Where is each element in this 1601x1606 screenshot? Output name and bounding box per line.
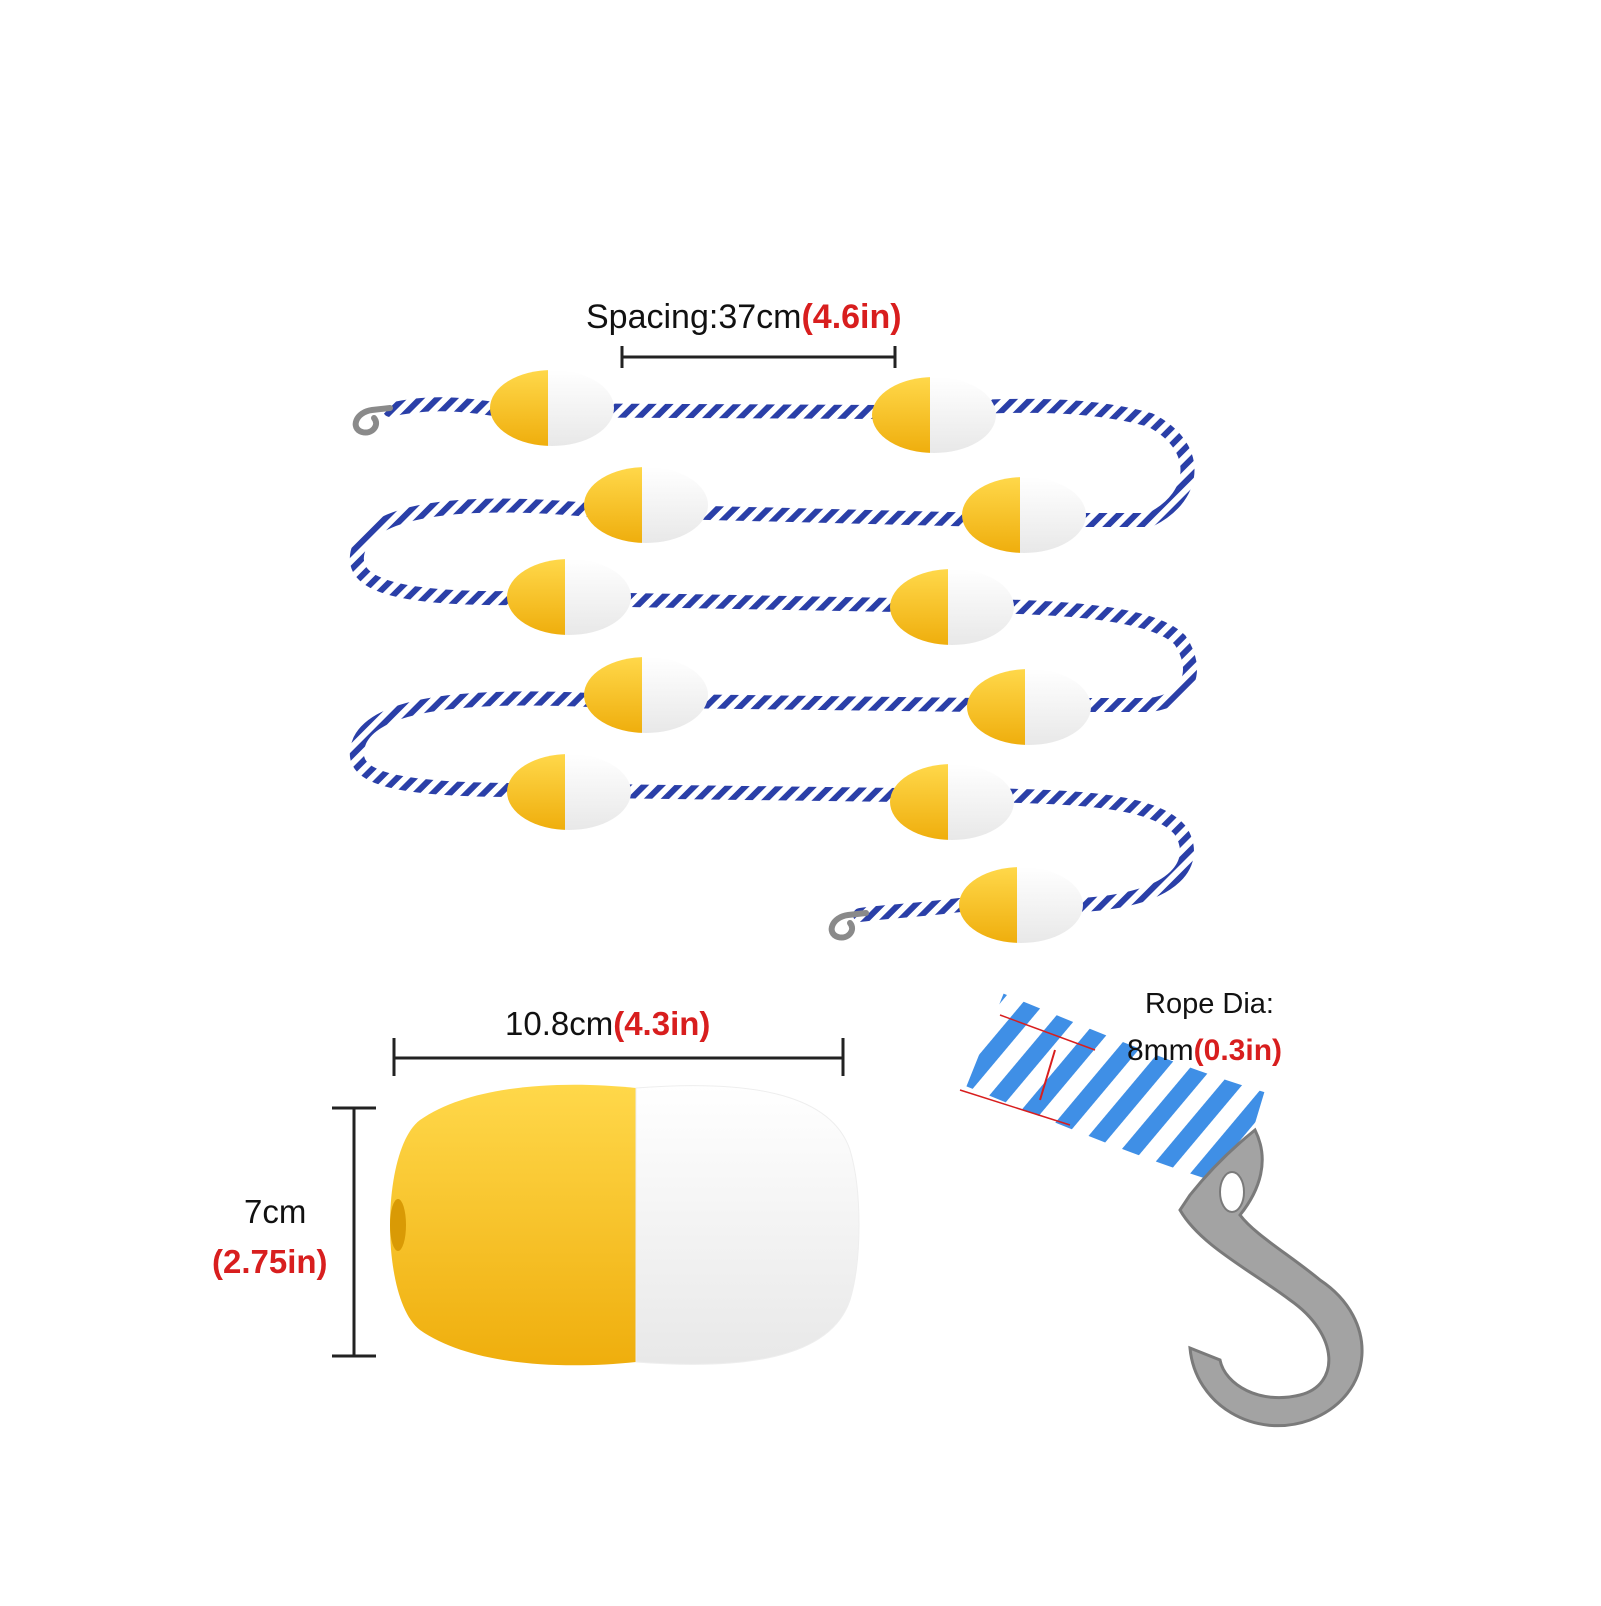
float [890, 569, 1014, 645]
rope [349, 397, 1197, 922]
hook-icon [828, 910, 869, 941]
float [959, 867, 1083, 943]
height-dimension-line [332, 1106, 376, 1358]
spacing-label: Spacing:37cm(4.6in) [586, 300, 902, 334]
hook-icon [352, 405, 393, 436]
float [584, 467, 708, 543]
float [967, 669, 1091, 745]
rope-dia-value: 8mm(0.3in) [1127, 1036, 1282, 1066]
rope-dia-label: Rope Dia: [1145, 988, 1274, 1020]
float-length-metric: 10.8cm [505, 1005, 614, 1042]
float-length-label: 10.8cm(4.3in) [505, 1007, 710, 1040]
float [507, 754, 631, 830]
hook-icon [1178, 1127, 1364, 1428]
float [962, 477, 1086, 553]
float [507, 559, 631, 635]
rope-closeup [959, 993, 1265, 1188]
spacing-metric: Spacing:37cm [586, 298, 802, 336]
length-dimension-line [392, 1038, 845, 1076]
rope-dia-imperial: (0.3in) [1193, 1034, 1283, 1067]
spacing-dimension-line [620, 346, 897, 368]
rope-floats [490, 370, 1091, 943]
float-height-metric: 7cm [244, 1193, 307, 1230]
float-height-imperial: (2.75in) [212, 1243, 328, 1280]
large-float [390, 1084, 860, 1366]
float [584, 657, 708, 733]
rope-dia-metric: 8mm [1127, 1034, 1194, 1067]
float [872, 377, 996, 453]
float [890, 764, 1014, 840]
float [490, 370, 614, 446]
float-length-imperial: (4.3in) [613, 1005, 711, 1042]
spacing-imperial: (4.6in) [801, 298, 902, 336]
